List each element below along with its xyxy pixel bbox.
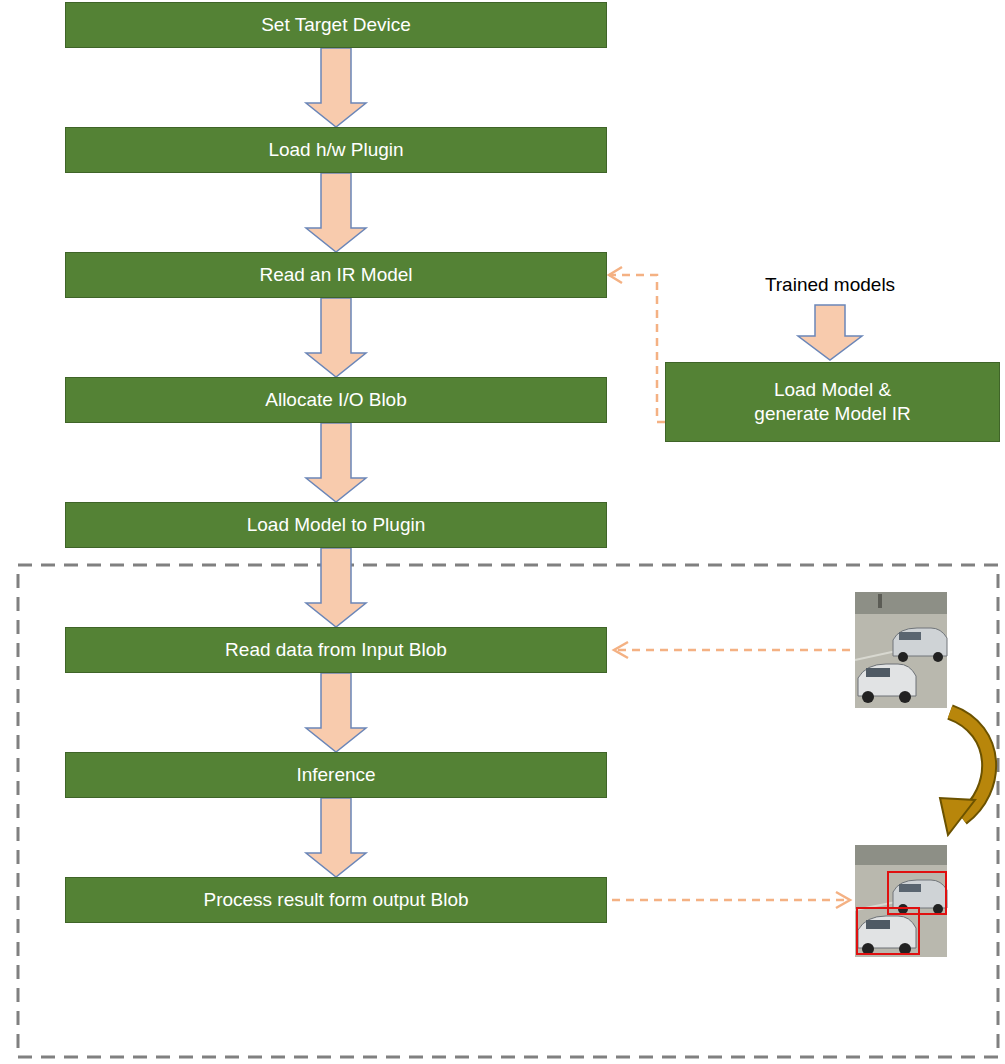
input-image xyxy=(855,592,947,708)
arrow-head xyxy=(836,892,850,908)
process-box: Read data from Input Blob xyxy=(65,627,607,673)
connector xyxy=(306,48,366,127)
text-wrap: Read an IR Model xyxy=(259,263,412,287)
box-text: Load h/w Plugin xyxy=(268,138,403,162)
connector xyxy=(306,173,366,252)
box-text: Load Model to Plugin xyxy=(247,513,426,537)
text-wrap: Load h/w Plugin xyxy=(268,138,403,162)
process-box: Load Model to Plugin xyxy=(65,502,607,548)
connector xyxy=(306,548,366,627)
process-box: Inference xyxy=(65,752,607,798)
connector xyxy=(306,798,366,877)
block-arrow xyxy=(306,48,366,127)
text-wrap: Read data from Input Blob xyxy=(225,638,447,662)
text-wrap: Process result form output Blob xyxy=(203,888,468,912)
block-arrow xyxy=(306,548,366,627)
arrow-head xyxy=(614,642,628,658)
text-wrap: Inference xyxy=(296,763,375,787)
block-arrow xyxy=(306,173,366,252)
box-text: Read data from Input Blob xyxy=(225,638,447,662)
process-box: Set Target Device xyxy=(65,2,607,48)
block-arrow xyxy=(306,798,366,877)
text-wrap: Load Model to Plugin xyxy=(247,513,426,537)
process-box: Read an IR Model xyxy=(65,252,607,298)
block-arrow xyxy=(798,305,862,360)
text-wrap: Allocate I/O Blob xyxy=(265,388,407,412)
process-box: Load Model & generate Model IR xyxy=(665,362,1000,442)
curved-arrow-head xyxy=(940,798,975,835)
connector xyxy=(306,673,366,752)
dashed-connector xyxy=(609,275,665,422)
dashed-arrow xyxy=(612,899,846,902)
arrow-head xyxy=(609,267,622,283)
block-arrow xyxy=(306,423,366,502)
process-box: Allocate I/O Blob xyxy=(65,377,607,423)
box-text: Allocate I/O Blob xyxy=(265,388,407,412)
input-label: Trained models xyxy=(730,274,930,297)
block-arrow xyxy=(306,298,366,377)
box-text: Load Model & generate Model IR xyxy=(740,378,925,426)
dashed-frame xyxy=(18,565,998,1057)
box-text: Read an IR Model xyxy=(259,263,412,287)
box-text: Inference xyxy=(296,763,375,787)
box-text: Set Target Device xyxy=(261,13,411,37)
block-arrow xyxy=(306,673,366,752)
process-box: Load h/w Plugin xyxy=(65,127,607,173)
dashed-arrow xyxy=(618,649,850,652)
connector xyxy=(306,423,366,502)
output-image xyxy=(855,845,947,957)
connector xyxy=(306,298,366,377)
text-wrap: Set Target Device xyxy=(261,13,411,37)
process-box: Process result form output Blob xyxy=(65,877,607,923)
connector xyxy=(609,267,665,422)
box-text: Process result form output Blob xyxy=(203,888,468,912)
text-wrap: Load Model & generate Model IR xyxy=(740,378,925,426)
